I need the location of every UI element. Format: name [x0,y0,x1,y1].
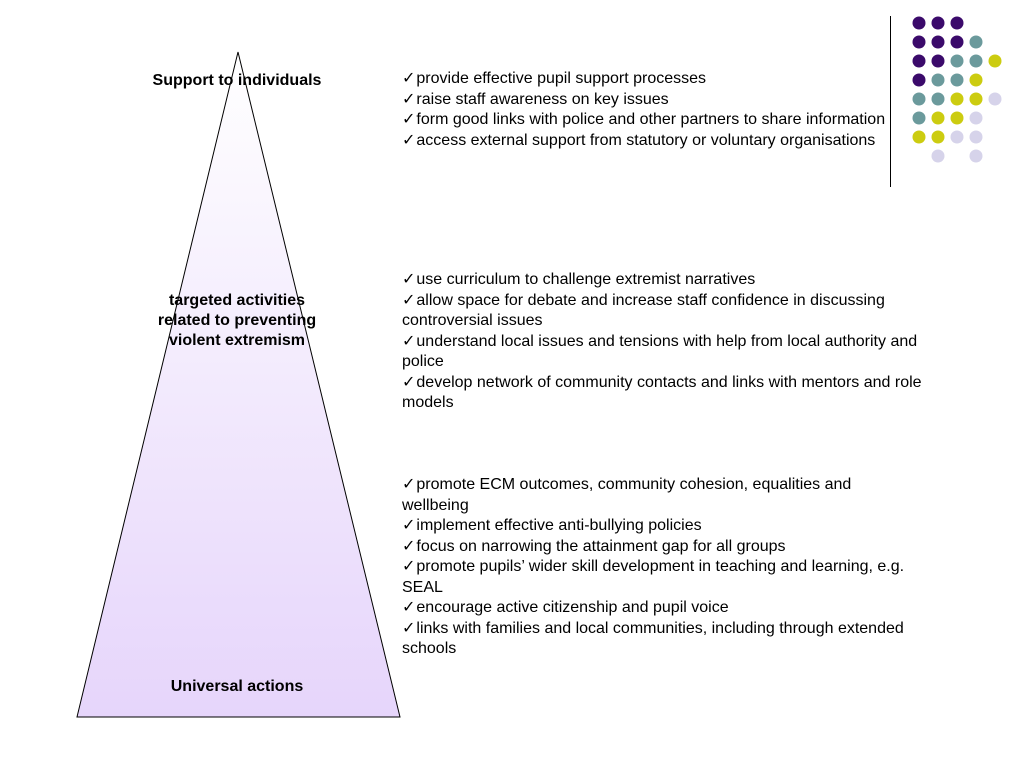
decorative-divider-line [890,16,891,187]
checkmark-icon: ✓ [402,373,416,391]
checkmark-icon: ✓ [402,111,416,128]
list-item-text: form good links with police and other pa… [416,111,886,128]
list-item-text: links with families and local communitie… [402,619,904,658]
list-item: ✓promote ECM outcomes, community cohesio… [402,475,922,516]
list-item-text: encourage active citizenship and pupil v… [416,599,729,616]
list-item: ✓encourage active citizenship and pupil … [402,598,922,619]
list-item: ✓provide effective pupil support process… [402,69,942,90]
checkmark-icon: ✓ [402,291,416,309]
list-item: ✓raise staff awareness on key issues [402,90,942,111]
checkmark-icon: ✓ [402,619,416,637]
list-item-text: allow space for debate and increase staf… [402,291,885,330]
checkmark-icon: ✓ [402,332,416,350]
list-item-text: promote ECM outcomes, community cohesion… [402,476,852,514]
checkmark-icon: ✓ [402,90,416,108]
list-item: ✓promote pupils’ wider skill development… [402,557,922,598]
universal-actions-list: ✓promote ECM outcomes, community cohesio… [402,475,922,660]
list-item: ✓access external support from statutory … [402,131,942,152]
targeted-activities-list: ✓use curriculum to challenge extremist n… [402,270,932,414]
list-item: ✓use curriculum to challenge extremist n… [402,270,932,291]
tier-label-targeted-activities: targeted activities related to preventin… [157,292,317,349]
list-item-text: focus on narrowing the attainment gap fo… [416,537,786,555]
tier-label-support-to-individuals: Support to individuals [152,72,322,89]
checkmark-icon: ✓ [402,558,416,575]
list-item: ✓links with families and local communiti… [402,619,922,660]
list-item: ✓develop network of community contacts a… [402,373,932,414]
checkmark-icon: ✓ [402,476,416,493]
list-item: ✓focus on narrowing the attainment gap f… [402,537,922,558]
list-item-text: implement effective anti-bullying polici… [416,517,702,534]
checkmark-icon: ✓ [402,131,416,149]
checkmark-icon: ✓ [402,271,416,288]
list-item: ✓allow space for debate and increase sta… [402,291,932,332]
list-item-text: use curriculum to challenge extremist na… [416,271,756,288]
tier-label-universal-actions: Universal actions [170,678,304,695]
list-item-text: access external support from statutory o… [416,131,876,149]
list-item: ✓form good links with police and other p… [402,110,942,131]
list-item-text: raise staff awareness on key issues [416,90,669,108]
checkmark-icon: ✓ [402,517,416,534]
checkmark-icon: ✓ [402,599,416,616]
list-item-text: understand local issues and tensions wit… [402,332,918,371]
pyramid-triangle [76,51,401,718]
checkmark-icon: ✓ [402,537,416,555]
list-item: ✓understand local issues and tensions wi… [402,332,932,373]
support-to-individuals-list: ✓provide effective pupil support process… [402,69,942,151]
checkmark-icon: ✓ [402,70,416,87]
list-item-text: provide effective pupil support processe… [416,70,707,87]
list-item: ✓implement effective anti-bullying polic… [402,516,922,537]
list-item-text: promote pupils’ wider skill development … [402,558,905,596]
list-item-text: develop network of community contacts an… [402,373,922,412]
